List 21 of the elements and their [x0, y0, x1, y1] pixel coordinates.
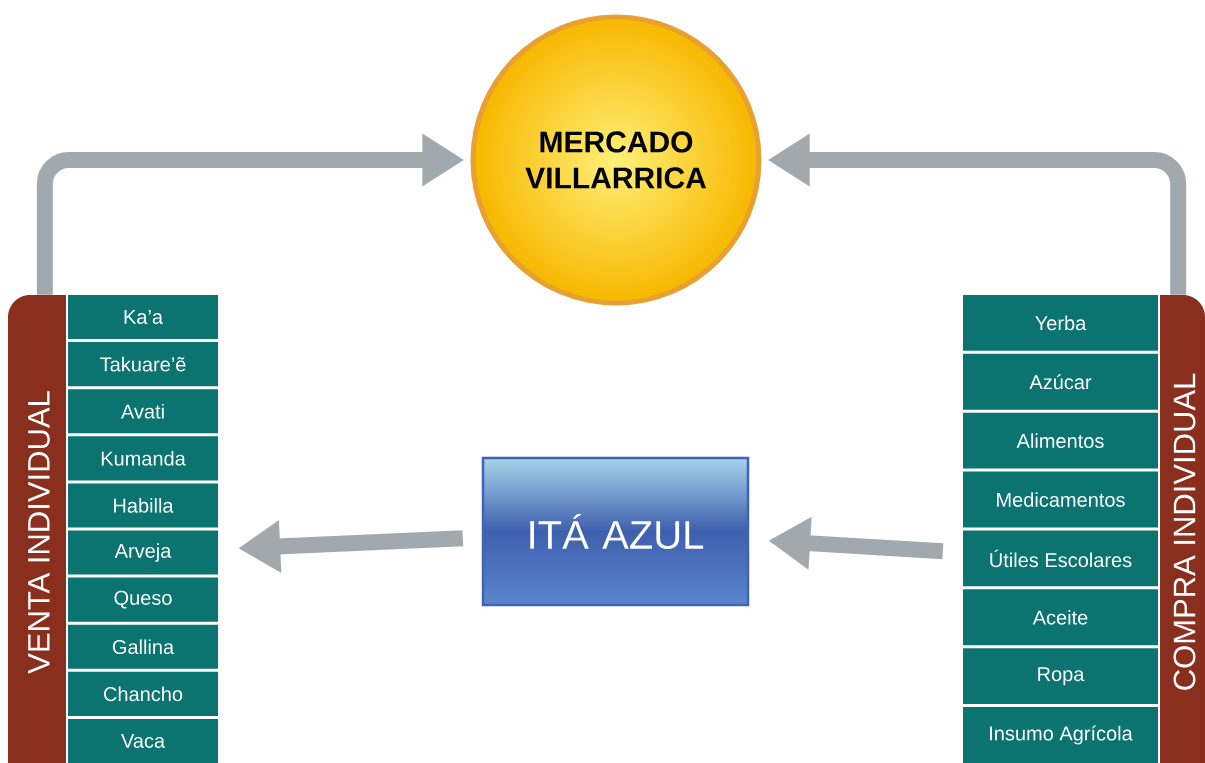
item-box: Aceite: [963, 589, 1158, 646]
place-box: ITÁ AZUL: [481, 456, 750, 607]
item-box: Vaca: [68, 718, 218, 763]
item-box: Takuare’ẽ: [68, 342, 218, 387]
item-box: Insumo Agrícola: [963, 707, 1158, 763]
item-box: Arveja: [68, 530, 218, 575]
item-box: Ropa: [963, 648, 1158, 705]
item-box: Queso: [68, 577, 218, 622]
item-box: Habilla: [68, 483, 218, 528]
item-box: Chancho: [68, 671, 218, 716]
category-band: VENTA INDIVIDUAL: [8, 295, 66, 763]
item-box: Útiles Escolares: [963, 530, 1158, 587]
item-box: Alimentos: [963, 412, 1158, 469]
item-box: Ka’a: [68, 295, 218, 340]
item-box: Kumanda: [68, 436, 218, 481]
item-box: Azúcar: [963, 353, 1158, 410]
item-box: Avati: [68, 389, 218, 434]
item-box: Medicamentos: [963, 471, 1158, 528]
category-band: COMPRA INDIVIDUAL: [1160, 295, 1205, 763]
item-box: Gallina: [68, 624, 218, 669]
item-box: Yerba: [963, 295, 1158, 351]
